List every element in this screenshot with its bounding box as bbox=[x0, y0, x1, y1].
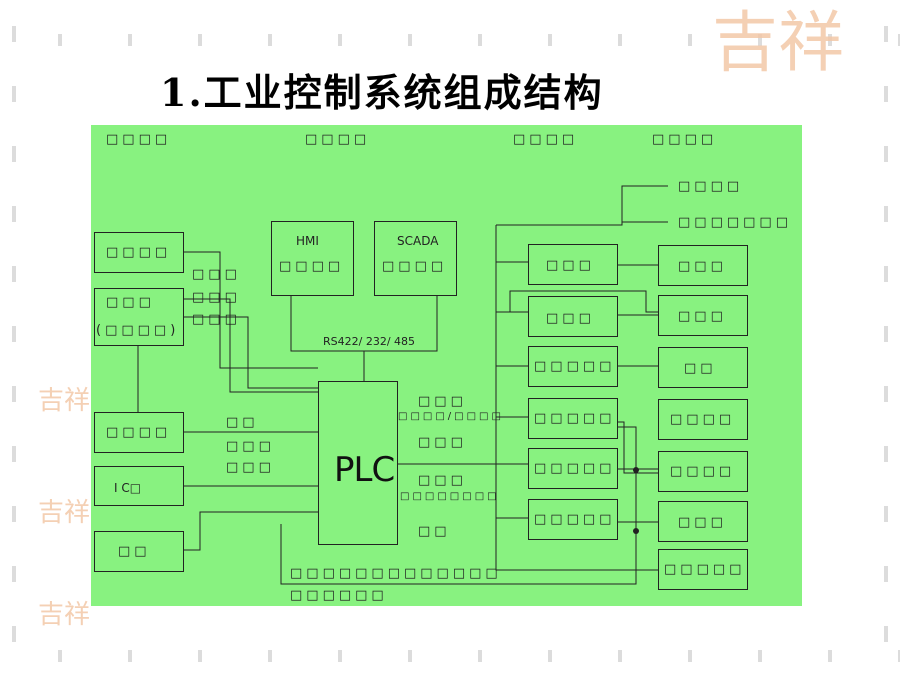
left-box-2-label-bottom: (□□□□) bbox=[96, 323, 180, 338]
bus-label: RS422/ 232/ 485 bbox=[323, 335, 416, 348]
header-2: □□□□ bbox=[305, 132, 371, 147]
wire-label-3: □□□ bbox=[192, 312, 241, 327]
slide-title: 1.工业控制系统组成结构 bbox=[160, 70, 604, 115]
hmi-box bbox=[271, 221, 354, 296]
right-col2-label-3: □□ bbox=[684, 361, 717, 376]
right-col2-label-2: □□□ bbox=[678, 309, 727, 324]
left-box-1-label: □□□□ bbox=[106, 245, 172, 260]
dash-decoration-top bbox=[0, 34, 900, 46]
right-col1-box-1 bbox=[528, 244, 618, 285]
mid-label-6: □□ bbox=[418, 524, 451, 539]
scada-box bbox=[374, 221, 457, 296]
header-3: □□□□ bbox=[513, 132, 579, 147]
seal-stamp-large: 吉祥 bbox=[712, 4, 844, 81]
wire-b5 bbox=[184, 511, 318, 551]
top-right-label-2: □□□□□□□ bbox=[678, 215, 792, 230]
scada-sub: □□□□ bbox=[382, 259, 448, 274]
left-box-3 bbox=[94, 412, 184, 453]
right-col2-box-5 bbox=[658, 451, 748, 492]
header-1: □□□□ bbox=[106, 132, 172, 147]
left-box-1 bbox=[94, 232, 184, 273]
right-col2-label-5: □□□□ bbox=[670, 464, 736, 479]
bottom-label-2: □□□□□□ bbox=[290, 588, 388, 603]
dash-decoration-right bbox=[884, 0, 888, 675]
wire-bottom bbox=[280, 426, 637, 585]
hmi-sub: □□□□ bbox=[279, 259, 345, 274]
wire-top-right bbox=[496, 185, 668, 226]
right-col1-box-6 bbox=[528, 499, 618, 540]
right-vertical-bus bbox=[495, 225, 658, 571]
left-box-5-label: □□ bbox=[118, 544, 151, 559]
right-col2-box-7 bbox=[658, 549, 748, 590]
left-box-5 bbox=[94, 531, 184, 572]
wire-label-2: □□□ bbox=[192, 290, 241, 305]
right-col1-label-3: □□□□□ bbox=[534, 359, 616, 374]
right-col1-box-4 bbox=[528, 398, 618, 439]
right-col2-box-4 bbox=[658, 399, 748, 440]
wire-b2b bbox=[184, 316, 318, 389]
bottom-label-1: □□□□□□□□□□□□□ bbox=[290, 566, 502, 581]
right-col2-label-4: □□□□ bbox=[670, 412, 736, 427]
right-col1-box-2 bbox=[528, 296, 618, 337]
wire-b1 bbox=[184, 251, 318, 369]
left-box-4-label: I C□ bbox=[114, 481, 142, 495]
top-right-label-1: □□□□ bbox=[678, 179, 744, 194]
dash-decoration-bottom bbox=[0, 650, 900, 662]
mid-label-1: □□□ bbox=[418, 394, 467, 409]
wire-label-4: □□ bbox=[226, 415, 259, 430]
left-box-2 bbox=[94, 288, 184, 346]
right-col1-label-5: □□□□□ bbox=[534, 461, 616, 476]
seal-stamp-left-3: 吉祥 bbox=[38, 600, 91, 630]
right-col2-label-1: □□□ bbox=[678, 259, 727, 274]
scada-name: SCADA bbox=[397, 234, 439, 248]
hmi-name: HMI bbox=[296, 234, 319, 248]
mid-label-2: □□□□/□□□□ bbox=[398, 411, 504, 422]
right-col1-label-2: □□□ bbox=[546, 311, 595, 326]
right-col2-box-6 bbox=[658, 501, 748, 542]
right-col2-label-7: □□□□□ bbox=[664, 562, 746, 577]
wire-label-5: □□□ bbox=[226, 439, 275, 454]
right-col2-box-2 bbox=[658, 295, 748, 336]
mid-label-4: □□□ bbox=[418, 473, 467, 488]
plc-box bbox=[318, 381, 398, 545]
right-col1-label-6: □□□□□ bbox=[534, 512, 616, 527]
right-col1-label-1: □□□ bbox=[546, 258, 595, 273]
diagram-panel bbox=[91, 125, 802, 606]
right-col2-box-3 bbox=[658, 347, 748, 388]
right-col1-box-3 bbox=[528, 346, 618, 387]
left-box-2-label-top: □□□ bbox=[106, 295, 155, 310]
mid-label-3: □□□ bbox=[418, 435, 467, 450]
wire-b2a bbox=[184, 298, 318, 393]
wire-label-1: □□□ bbox=[192, 267, 241, 282]
right-col1-box-5 bbox=[528, 448, 618, 489]
seal-stamp-left-2: 吉祥 bbox=[38, 498, 91, 528]
seal-stamp-left-1: 吉祥 bbox=[38, 386, 91, 416]
right-col2-label-6: □□□ bbox=[678, 515, 727, 530]
right-col1-label-4: □□□□□ bbox=[534, 411, 616, 426]
right-col2-box-1 bbox=[658, 245, 748, 286]
header-4: □□□□ bbox=[652, 132, 718, 147]
left-box-4 bbox=[94, 466, 184, 506]
mid-label-5: □□□□□□□□ bbox=[400, 491, 500, 502]
wire-label-6: □□□ bbox=[226, 460, 275, 475]
dash-decoration-left bbox=[12, 0, 16, 675]
plc-label: PLC bbox=[334, 450, 395, 490]
left-box-3-label: □□□□ bbox=[106, 425, 172, 440]
